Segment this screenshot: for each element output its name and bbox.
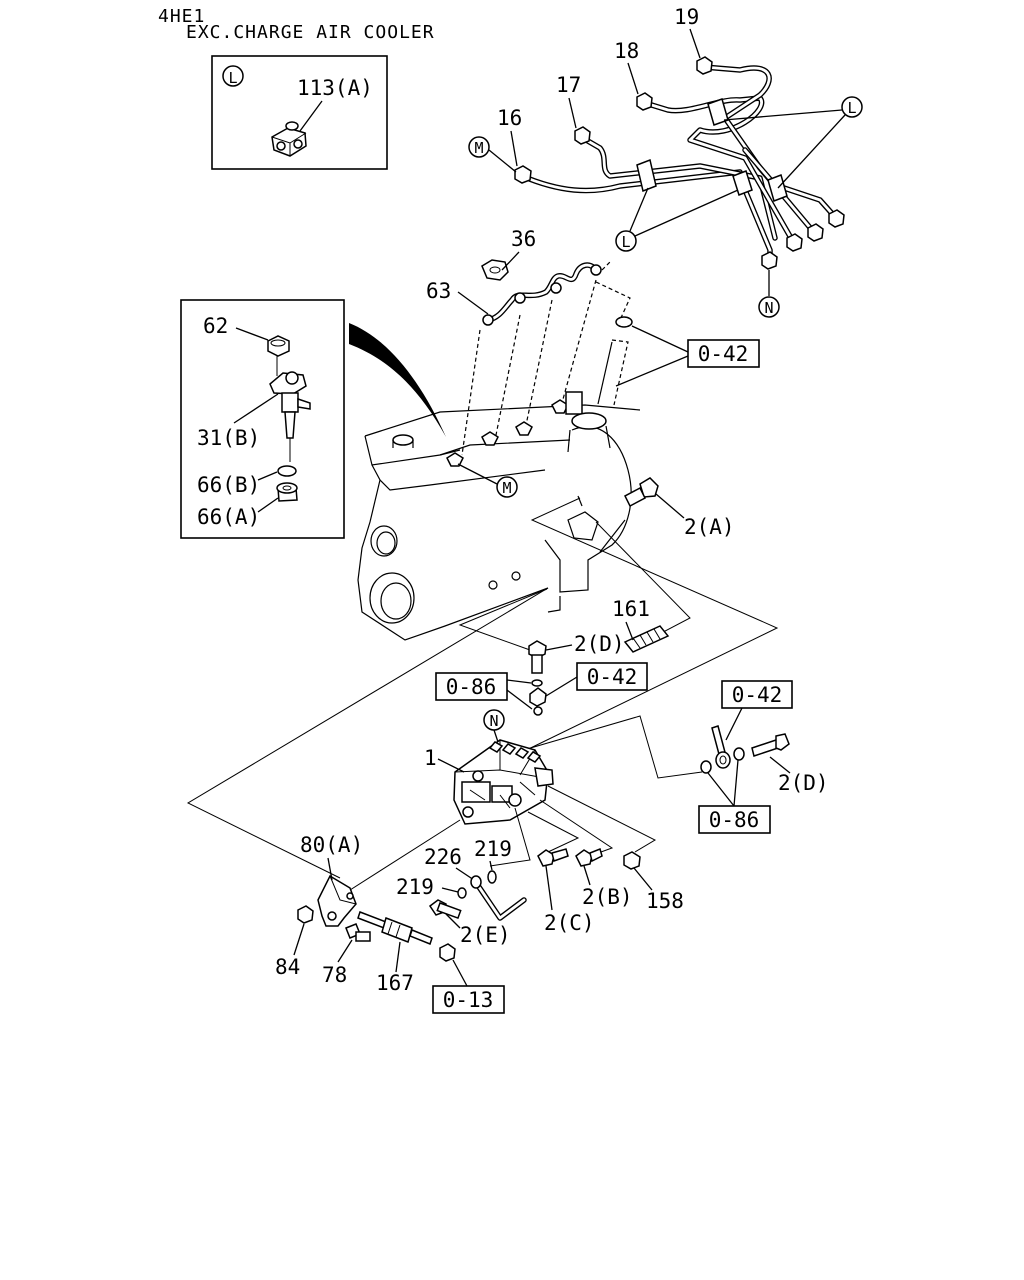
pipe-clip-4 (767, 174, 788, 202)
bolt-2c-icon (537, 848, 569, 867)
callout-2b: 2(B) (582, 885, 633, 909)
nut-icon (267, 335, 290, 357)
callout-62: 62 (203, 314, 228, 338)
pipe-clip-3 (732, 170, 753, 196)
ref-box-o86-right: 0-86 (709, 808, 760, 832)
washer-icon (277, 465, 297, 477)
callout-2d-right: 2(D) (778, 771, 829, 795)
callout-78: 78 (322, 963, 347, 987)
bolt-2b-icon (575, 847, 603, 867)
callout-80a: 80(A) (300, 833, 363, 857)
marker-n-pump-label: N (489, 712, 498, 730)
bolt-2a-icon (624, 477, 659, 508)
callout-219-lower: 219 (396, 875, 434, 899)
pipe-clip-icon (271, 121, 307, 157)
inset-injector: 62 31(B) 66(B) 66(A) (180, 299, 345, 539)
pipe-nut-17 (574, 126, 591, 145)
pipe-nut-18 (636, 92, 653, 111)
marker-l-inset: L (228, 69, 237, 87)
injector-nozzle-icon (269, 371, 311, 462)
gasket-36-icon (481, 259, 509, 281)
pipe-nut-16 (514, 165, 532, 184)
bracket-80a-icon (317, 874, 357, 927)
pipe-nut-d (761, 251, 778, 270)
callout-66a: 66(A) (197, 505, 260, 529)
ref-box-o42-middle: 0-42 (587, 665, 638, 689)
marker-m-pipe (468, 136, 490, 158)
callout-2d-upper: 2(D) (574, 632, 625, 656)
pipe-clip-2 (636, 158, 657, 193)
callout-2a: 2(A) (684, 515, 735, 539)
marker-l-top (841, 96, 863, 118)
marker-l-lower-label: L (621, 233, 630, 251)
callout-219-upper: 219 (474, 837, 512, 861)
washer-219-upper-icon (487, 870, 497, 884)
marker-m-pipe-label: M (474, 139, 483, 157)
fitting-161-icon (623, 625, 670, 653)
assembly-guide-lines (186, 497, 779, 879)
callout-226: 226 (424, 845, 462, 869)
pipe-nut-a (828, 209, 845, 228)
washer-right-icon (733, 747, 745, 761)
ref-box-o86-upper: 0-86 (446, 675, 497, 699)
callout-161: 161 (612, 597, 650, 621)
callout-2e: 2(E) (460, 923, 511, 947)
washer-left-icon (700, 760, 712, 774)
marker-m-engine (496, 476, 518, 498)
callout-36: 36 (511, 227, 536, 251)
nut-84-icon (297, 905, 314, 924)
nut-o13-icon (439, 943, 456, 962)
pipe-nut-b (807, 223, 824, 242)
nut-158-icon (623, 851, 641, 870)
pipe-nut-19 (696, 56, 713, 75)
pipe-nut-c (786, 233, 803, 252)
callout-18: 18 (614, 39, 639, 63)
engine-block (357, 261, 641, 641)
marker-l-top-label: L (847, 99, 856, 117)
callout-1: 1 (424, 746, 437, 770)
leak-off-pipe (481, 259, 602, 326)
seal-icon (276, 482, 298, 502)
callout-16: 16 (497, 106, 522, 130)
model-code: 4HE1 (158, 6, 205, 27)
bolt-2d-right-icon (751, 733, 790, 757)
bolt-78-icon (345, 923, 371, 942)
callout-63: 63 (426, 279, 451, 303)
inset-clip-113a: L 113(A) (211, 55, 388, 170)
ref-box-o42-right: 0-42 (732, 683, 783, 707)
marker-n-pipe (758, 296, 780, 318)
injection-pipes (514, 56, 845, 270)
callout-158: 158 (646, 889, 684, 913)
washer-219-lower-icon (457, 887, 467, 899)
marker-m-engine-label: M (502, 479, 511, 497)
callout-19: 19 (674, 5, 699, 29)
bolt-2d-upper-icon (528, 640, 547, 716)
callout-17: 17 (556, 73, 581, 97)
callout-84: 84 (275, 955, 300, 979)
detail-pointer (349, 323, 446, 437)
bolt-2e-icon (428, 899, 462, 920)
injection-pump-icon (453, 739, 554, 825)
ref-box-o13: 0-13 (443, 988, 494, 1012)
marker-l-lower (615, 230, 637, 252)
marker-n-pipe-label: N (764, 299, 773, 317)
variant-label: EXC.CHARGE AIR COOLER (186, 22, 435, 43)
callout-66b: 66(B) (197, 473, 260, 497)
callout-113a: 113(A) (297, 76, 373, 100)
ref-box-o42-upper: 0-42 (698, 342, 749, 366)
callout-167: 167 (376, 971, 414, 995)
rod-167-icon (357, 911, 433, 945)
callout-31b: 31(B) (197, 426, 260, 450)
callout-2c: 2(C) (544, 911, 595, 935)
pipe-226-icon (470, 875, 527, 921)
eye-fitting-icon (711, 725, 731, 769)
